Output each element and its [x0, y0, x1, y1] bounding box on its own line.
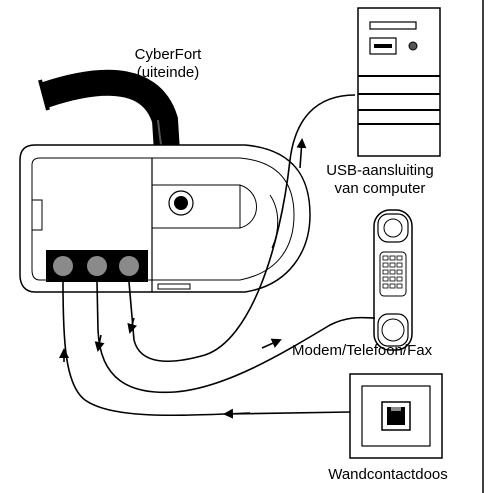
wall-jack-label: Wandcontactdoos — [328, 466, 448, 483]
arrow-to-modem-head — [261, 338, 282, 349]
arrow-to-modem — [96, 281, 376, 394]
usb-label-line2: van computer — [334, 180, 426, 197]
rj11-port-block — [46, 250, 148, 282]
cyberfort-label-line1: CyberFort — [134, 46, 202, 63]
port-2 — [87, 256, 107, 276]
computer-tower-icon — [357, 7, 441, 157]
modem-label: Modem/Telefoon/Fax — [292, 342, 433, 359]
arrow-to-computer — [128, 94, 356, 363]
arrow-from-wall-head — [223, 408, 251, 419]
cyberfort-label: CyberFort (uiteinde) — [108, 46, 228, 82]
usb-label-line1: USB-aansluiting — [326, 162, 434, 179]
port-1 — [53, 256, 73, 276]
cyberfort-label-line2: (uiteinde) — [136, 64, 200, 81]
wall-jack-icon — [349, 373, 443, 459]
arrow-port3-head — [127, 317, 138, 334]
arrow-port2-head — [94, 334, 105, 352]
port-3 — [119, 256, 139, 276]
usb-label: USB-aansluiting van computer — [306, 162, 454, 198]
arrow-to-computer-head — [296, 138, 307, 169]
arrow-from-wall — [62, 281, 351, 417]
connection-arrows — [59, 94, 376, 419]
telephone-handset-icon — [373, 209, 413, 351]
